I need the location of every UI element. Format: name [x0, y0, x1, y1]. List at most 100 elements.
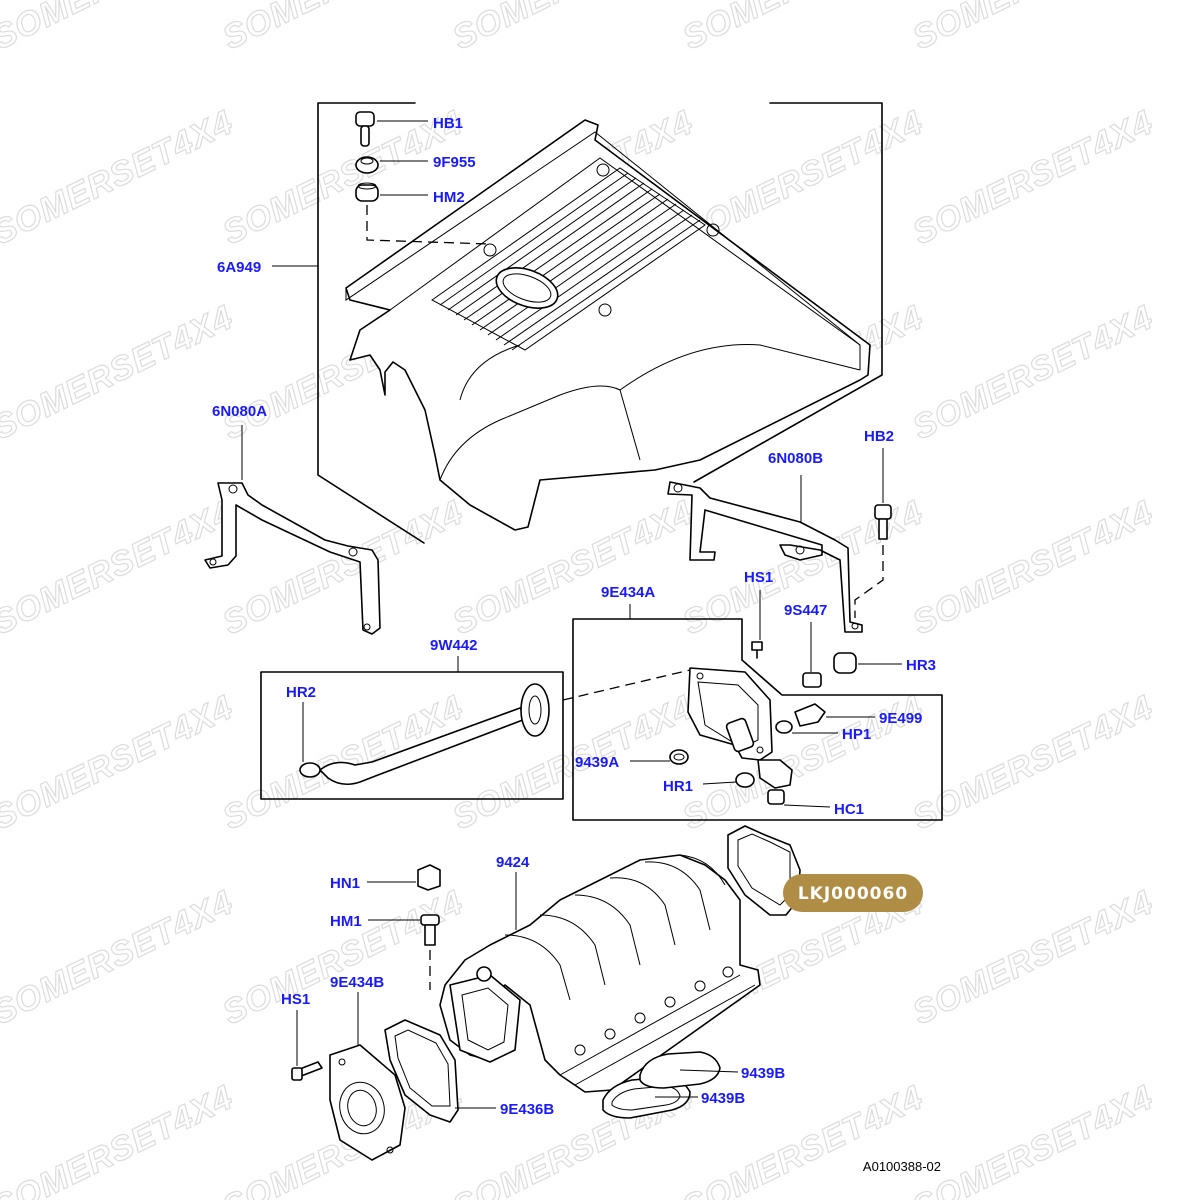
label-9439b-lower: 9439B	[701, 1090, 745, 1107]
throttle-group-9e434a	[572, 590, 943, 821]
bush-hr3	[833, 652, 902, 674]
throttle-gasket-9e436b	[384, 1019, 496, 1123]
badge-background	[783, 874, 923, 912]
bolt-hb1	[355, 111, 375, 147]
bracket-6n080a	[204, 425, 381, 635]
label-6n080b: 6N080B	[768, 450, 823, 467]
assembly-dashed-line	[854, 545, 884, 618]
watermark: SOMERSET4X4	[0, 493, 239, 642]
watermark: SOMERSET4X4	[907, 103, 1159, 252]
group-bracket-frame	[260, 671, 564, 800]
label-9439b-upper: 9439B	[741, 1065, 785, 1082]
watermark: SOMERSET4X4	[0, 688, 239, 837]
o-ring-hr2	[299, 762, 321, 778]
label-9424: 9424	[496, 854, 530, 871]
label-hc1: HC1	[834, 801, 864, 818]
label-9e499: 9E499	[879, 710, 922, 727]
label-6a949: 6A949	[217, 259, 261, 276]
assembly-dashed-line	[562, 669, 691, 701]
label-9s447: 9S447	[784, 602, 827, 619]
watermark: SOMERSET4X4	[907, 298, 1159, 447]
label-hb2: HB2	[864, 428, 894, 445]
grommet-9f955	[355, 156, 379, 174]
manifold-boss	[476, 966, 492, 982]
elbow-9e499	[794, 703, 875, 727]
label-hs1-top: HS1	[744, 569, 773, 586]
watermark: SOMERSET4X4	[0, 0, 239, 57]
diagram-reference-code: A0100388-02	[863, 1159, 941, 1174]
watermark: SOMERSET4X4	[907, 0, 1159, 57]
pipe-flange	[520, 683, 550, 737]
watermark: SOMERSET4X4	[677, 0, 929, 57]
pipe-group-9w442	[260, 656, 691, 800]
watermark: SOMERSET4X4	[907, 1078, 1159, 1200]
watermark: SOMERSET4X4	[0, 298, 239, 447]
watermark: SOMERSET4X4	[907, 688, 1159, 837]
label-9e436b: 9E436B	[500, 1101, 554, 1118]
brand-logo-oval	[495, 267, 559, 309]
watermark: SOMERSET4X4	[447, 0, 699, 57]
label-hr1: HR1	[663, 778, 693, 795]
watermark: SOMERSET4X4	[907, 493, 1159, 642]
label-hm1: HM1	[330, 913, 362, 930]
breather-pipe	[319, 683, 550, 786]
group-bracket-frame	[317, 102, 425, 544]
cover-mount-hole	[598, 303, 612, 317]
intake-manifold-9424	[439, 854, 761, 1093]
connector-hr1	[702, 759, 793, 789]
plug-hp1	[775, 720, 838, 734]
label-hs1-bottom: HS1	[281, 991, 310, 1008]
screw-hs1-top	[751, 590, 763, 659]
group-bracket-frame	[572, 618, 943, 821]
label-9e434b: 9E434B	[330, 974, 384, 991]
stud-hm1	[368, 914, 440, 990]
o-ring-9439a	[630, 749, 689, 765]
manifold-runners	[504, 854, 726, 1001]
watermark: SOMERSET4X4	[907, 883, 1159, 1032]
watermark: SOMERSET4X4	[0, 883, 239, 1032]
label-9439a: 9439A	[575, 754, 619, 771]
engine-cover	[345, 119, 871, 531]
clip-hc1	[767, 789, 831, 808]
label-9f955: 9F955	[433, 154, 476, 171]
cover-fixings	[355, 111, 491, 245]
catalog-badge: LKJ000060	[783, 874, 923, 912]
grommet-hm2	[355, 182, 379, 202]
throttle-body-9e434b	[329, 992, 406, 1161]
label-hb1: HB1	[433, 115, 463, 132]
badge-text: LKJ000060	[798, 884, 908, 904]
leader-line	[702, 781, 737, 785]
engine-cover-group	[272, 102, 883, 544]
manifold-gasket-9439b	[602, 1051, 739, 1119]
sensor-9s447	[802, 622, 822, 688]
throttle-body	[687, 667, 773, 761]
label-hn1: HN1	[330, 875, 360, 892]
nut-hn1	[367, 864, 441, 891]
bolt-hb2	[854, 448, 892, 618]
watermark: SOMERSET4X4	[217, 883, 469, 1032]
watermark: SOMERSET4X4	[0, 103, 239, 252]
group-bracket-frame	[693, 102, 883, 483]
part-labels: HB1 9F955 HM2 6A949 6N080A HB2 6N080B HS…	[212, 115, 936, 1118]
cover-ribs	[439, 172, 701, 351]
cover-mount-hole	[596, 163, 610, 177]
label-9w442: 9W442	[430, 637, 478, 654]
cover-mount-hole	[483, 243, 497, 257]
watermark: SOMERSET4X4	[217, 0, 469, 57]
assembly-dashed-line	[366, 205, 491, 245]
label-hm2: HM2	[433, 189, 465, 206]
screw-hs1-bottom	[291, 1010, 323, 1081]
bracket-6n080b	[667, 475, 863, 633]
label-hr2: HR2	[286, 684, 316, 701]
cover-mount-hole	[706, 223, 720, 237]
label-9e434a: 9E434A	[601, 584, 655, 601]
label-hr3: HR3	[906, 657, 936, 674]
manifold-port-holes	[574, 966, 734, 1056]
watermark: SOMERSET4X4	[0, 1078, 239, 1200]
leader-line	[783, 804, 831, 808]
label-6n080a: 6N080A	[212, 403, 267, 420]
leader-line	[679, 1069, 739, 1073]
label-hp1: HP1	[842, 726, 871, 743]
